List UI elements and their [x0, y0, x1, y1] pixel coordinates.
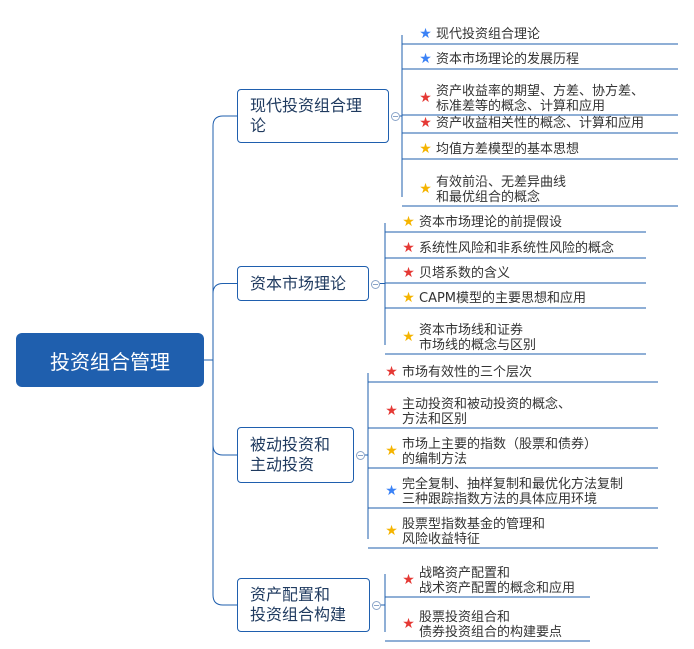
branch-node-4[interactable]: 资产配置和 投资组合构建 — [237, 578, 370, 632]
collapse-toggle-icon[interactable] — [356, 451, 365, 460]
red-star-icon: ★ — [419, 90, 432, 106]
red-star-icon: ★ — [419, 115, 432, 131]
leaf-item[interactable]: ★股票投资组合和 债券投资组合的构建要点 — [401, 610, 562, 640]
branch-label: 被动投资和 主动投资 — [250, 435, 331, 474]
leaf-item[interactable]: ★股票型指数基金的管理和 风险收益特征 — [384, 517, 545, 547]
root-node[interactable]: 投资组合管理 — [16, 333, 204, 387]
leaf-label: 资产收益相关性的概念、计算和应用 — [436, 116, 645, 131]
collapse-toggle-icon[interactable] — [372, 601, 381, 610]
orange-star-icon: ★ — [385, 523, 398, 539]
leaf-label: 股票投资组合和 债券投资组合的构建要点 — [419, 610, 563, 640]
leaf-item[interactable]: ★ 贝塔系数的含义 — [401, 265, 511, 282]
branch-label: 资产配置和 投资组合构建 — [250, 585, 347, 624]
leaf-item[interactable]: ★完全复制、抽样复制和最优化方法复制 三种跟踪指数方法的具体应用环境 — [384, 477, 623, 507]
leaf-item[interactable]: ★ 系统性风险和非系统性风险的概念 — [401, 240, 615, 257]
leaf-label: 均值方差模型的基本思想 — [436, 142, 580, 157]
red-star-icon: ★ — [402, 265, 415, 281]
leaf-item[interactable]: ★ 均值方差模型的基本思想 — [418, 141, 580, 158]
branch-label: 资本市场理论 — [250, 273, 347, 293]
leaf-label: 现代投资组合理论 — [436, 27, 541, 42]
orange-star-icon: ★ — [419, 181, 432, 197]
branch-node-2[interactable]: 资本市场理论 — [237, 266, 369, 301]
leaf-label: 股票型指数基金的管理和 风险收益特征 — [402, 517, 546, 547]
red-star-icon: ★ — [385, 403, 398, 419]
leaf-item[interactable]: ★ 市场有效性的三个层次 — [384, 364, 533, 381]
orange-star-icon: ★ — [402, 214, 415, 230]
leaf-label: 主动投资和被动投资的概念、 方法和区别 — [402, 397, 572, 427]
leaf-item[interactable]: ★ 现代投资组合理论 — [418, 26, 541, 43]
orange-star-icon: ★ — [402, 329, 415, 345]
leaf-item[interactable]: ★资本市场线和证券 市场线的概念与区别 — [401, 323, 536, 353]
leaf-label: 完全复制、抽样复制和最优化方法复制 三种跟踪指数方法的具体应用环境 — [402, 477, 624, 507]
blue-star-icon: ★ — [419, 26, 432, 42]
leaf-label: 资本市场理论的发展历程 — [436, 52, 580, 67]
leaf-item[interactable]: ★市场上主要的指数（股票和债券） 的编制方法 — [384, 437, 597, 467]
leaf-item[interactable]: ★ 资本市场理论的前提假设 — [401, 214, 563, 231]
leaf-label: 系统性风险和非系统性风险的概念 — [419, 241, 615, 256]
branch-node-3[interactable]: 被动投资和 主动投资 — [237, 427, 354, 483]
leaf-item[interactable]: ★战略资产配置和 战术资产配置的概念和应用 — [401, 566, 575, 596]
branch-connector — [212, 360, 237, 456]
orange-star-icon: ★ — [402, 290, 415, 306]
leaf-item[interactable]: ★ 资本市场理论的发展历程 — [418, 51, 580, 68]
leaf-label: 战略资产配置和 战术资产配置的概念和应用 — [419, 566, 576, 596]
red-star-icon: ★ — [402, 572, 415, 588]
red-star-icon: ★ — [402, 616, 415, 632]
leaf-item[interactable]: ★有效前沿、无差异曲线 和最优组合的概念 — [418, 175, 566, 205]
leaf-item[interactable]: ★主动投资和被动投资的概念、 方法和区别 — [384, 397, 571, 427]
branch-node-1[interactable]: 现代投资组合理 论 — [237, 89, 389, 143]
leaf-label: 有效前沿、无差异曲线 和最优组合的概念 — [436, 175, 567, 205]
leaf-label: 市场上主要的指数（股票和债券） 的编制方法 — [402, 437, 598, 467]
leaf-label: 贝塔系数的含义 — [419, 266, 511, 281]
red-star-icon: ★ — [385, 364, 398, 380]
leaf-item[interactable]: ★ CAPM模型的主要思想和应用 — [401, 290, 587, 307]
blue-star-icon: ★ — [385, 483, 398, 499]
leaf-label: 资本市场线和证券 市场线的概念与区别 — [419, 323, 537, 353]
orange-star-icon: ★ — [419, 141, 432, 157]
blue-star-icon: ★ — [419, 51, 432, 67]
branch-connector — [212, 115, 237, 360]
orange-star-icon: ★ — [385, 443, 398, 459]
leaf-label: CAPM模型的主要思想和应用 — [419, 291, 587, 306]
branch-connector — [212, 360, 237, 606]
collapse-toggle-icon[interactable] — [391, 112, 400, 121]
leaf-item[interactable]: ★资产收益率的期望、方差、协方差、 标准差等的概念、计算和应用 — [418, 84, 644, 114]
leaf-label: 市场有效性的三个层次 — [402, 365, 533, 380]
leaf-item[interactable]: ★ 资产收益相关性的概念、计算和应用 — [418, 115, 645, 132]
red-star-icon: ★ — [402, 240, 415, 256]
leaf-label: 资本市场理论的前提假设 — [419, 215, 563, 230]
branch-label: 现代投资组合理 论 — [250, 96, 363, 135]
root-label: 投资组合管理 — [50, 349, 170, 374]
branch-connector — [212, 283, 237, 360]
leaf-label: 资产收益率的期望、方差、协方差、 标准差等的概念、计算和应用 — [436, 84, 645, 114]
collapse-toggle-icon[interactable] — [371, 279, 380, 289]
